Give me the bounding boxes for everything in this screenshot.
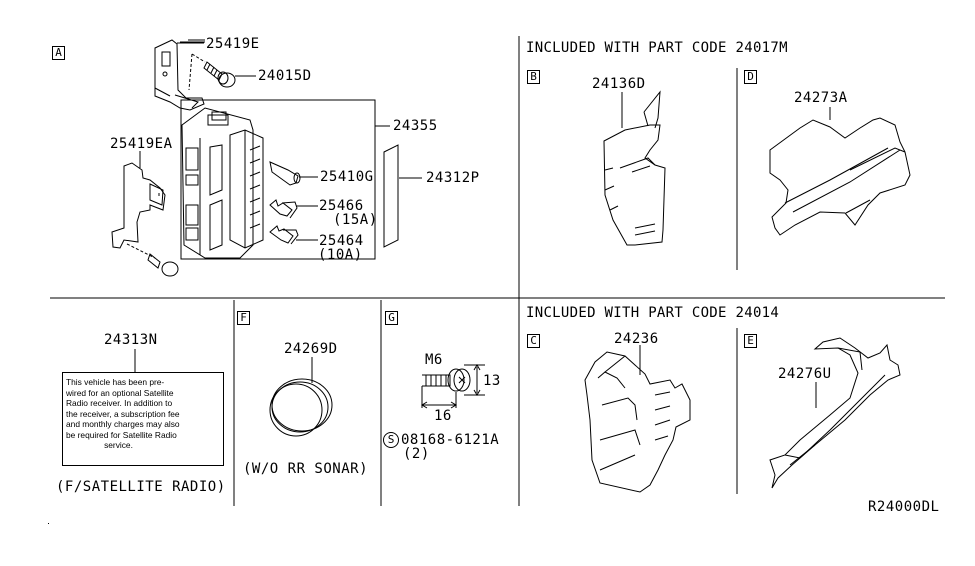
- condition-rr-sonar: (W/O RR SONAR): [243, 461, 369, 477]
- diagram-reference-code: R24000DL: [868, 499, 940, 515]
- fuse-15a-drawing: [269, 199, 298, 219]
- bracket-lower-drawing: [111, 162, 179, 277]
- note-line: service.: [104, 440, 133, 450]
- group-header-24014: INCLUDED WITH PART CODE 24014: [526, 305, 780, 321]
- part-24236-drawing: [584, 351, 691, 493]
- bolt-head-dimension: 13: [483, 373, 501, 389]
- bolt-length-dimension: 16: [434, 408, 452, 424]
- callout-25410g[interactable]: 25410G: [320, 169, 374, 185]
- section-badge-a: A: [52, 46, 65, 60]
- fuse-puller-drawing: [269, 161, 301, 186]
- section-badge-f: F: [237, 311, 250, 325]
- note-line: This vehicle has been pre-: [66, 377, 165, 387]
- callout-24136d[interactable]: 24136D: [592, 76, 646, 92]
- callout-25466-rating: (15A): [333, 212, 378, 228]
- bolt-upper-drawing: [188, 53, 236, 91]
- dimension-lines: [421, 364, 485, 409]
- note-line: Radio receiver. In addition to: [66, 398, 173, 408]
- part-24273a-drawing: [769, 117, 911, 236]
- junction-block-frame: [180, 99, 376, 260]
- section-badge-d: D: [744, 70, 757, 84]
- callout-25419ea[interactable]: 25419EA: [110, 136, 173, 152]
- callout-24312p[interactable]: 24312P: [426, 170, 480, 186]
- part-24269d-drawing: [269, 378, 333, 437]
- callout-25464-rating: (10A): [318, 247, 363, 263]
- group-header-24017m: INCLUDED WITH PART CODE 24017M: [526, 40, 788, 56]
- callout-24355[interactable]: 24355: [393, 118, 438, 134]
- callout-25464[interactable]: 25464: [319, 233, 364, 249]
- standard-part-symbol-icon: S: [383, 432, 399, 448]
- note-line: be required for Satellite Radio: [66, 429, 177, 440]
- stray-dot: [48, 523, 49, 524]
- callout-24276u[interactable]: 24276U: [778, 366, 832, 382]
- callout-24273a[interactable]: 24273A: [794, 90, 848, 106]
- condition-satellite-radio: (F/SATELLITE RADIO): [56, 479, 226, 495]
- callout-08168-6121a[interactable]: 08168-6121A: [401, 432, 500, 448]
- part-24136d-drawing: [603, 90, 666, 246]
- part-24276u-drawing: [769, 337, 901, 489]
- callout-25466[interactable]: 25466: [319, 198, 364, 214]
- section-badge-g: G: [385, 311, 398, 325]
- label-plate-drawing: [383, 144, 399, 248]
- bolt-quantity: (2): [403, 446, 430, 462]
- callout-24269d[interactable]: 24269D: [284, 341, 338, 357]
- bracket-upper-drawing: [154, 39, 205, 111]
- note-line: wired for an optional Satellite: [66, 387, 174, 398]
- callout-25419e[interactable]: 25419E: [206, 36, 260, 52]
- bolt-thread-size: M6: [425, 352, 443, 368]
- junction-block-drawing: [181, 107, 264, 259]
- section-badge-e: E: [744, 334, 757, 348]
- callout-24015d[interactable]: 24015D: [258, 68, 312, 84]
- note-line: the receiver, a subscription fee: [66, 408, 180, 419]
- bolt-m6-drawing: [422, 368, 471, 392]
- fuse-10a-drawing: [269, 225, 299, 245]
- note-line: and monthly charges may also: [66, 419, 180, 429]
- section-badge-b: B: [527, 70, 540, 84]
- callout-24313n[interactable]: 24313N: [104, 332, 158, 348]
- satellite-radio-note: This vehicle has been pre- wired for an …: [62, 372, 224, 466]
- section-badge-c: C: [527, 334, 540, 348]
- callout-24236[interactable]: 24236: [614, 331, 659, 347]
